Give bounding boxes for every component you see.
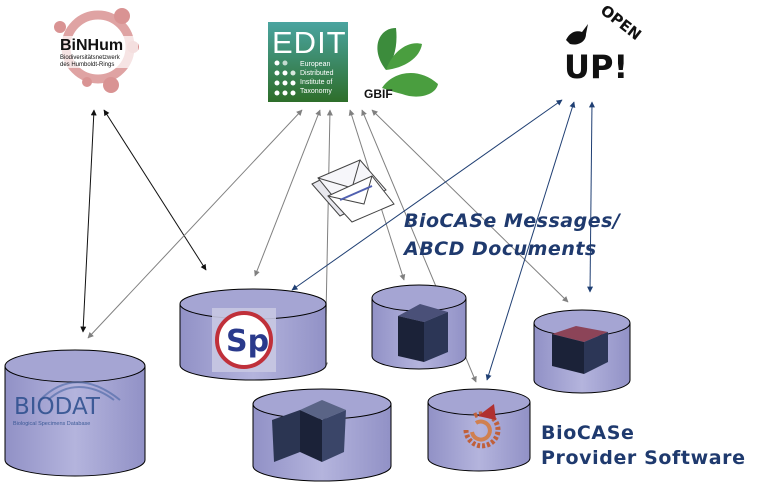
edit-title: EDIT (272, 25, 347, 60)
gbif-title: GBIF (364, 87, 393, 101)
specify-label: Sp (226, 324, 269, 359)
openup-open-text: OPEN (597, 1, 645, 44)
edit-sub-1: European (300, 61, 330, 68)
folded-panels-icon (272, 400, 346, 462)
arrow-edit-specify (254, 109, 321, 277)
edit-dots-icon (274, 60, 296, 96)
arrow-binhum-biodat (80, 109, 97, 333)
arrow-openup-provider (485, 101, 576, 381)
biodat-sublabel: Biological Specimens Database (13, 421, 90, 427)
provider-label-line1: BioCASe (541, 422, 635, 444)
envelopes-icon (311, 159, 395, 223)
openup-up-text: UP! (564, 48, 628, 86)
provider-label-line2: Provider Software (541, 447, 746, 469)
edit-sub-4: Taxonomy (300, 88, 332, 95)
gbif-logo: GBIF (364, 28, 438, 101)
arrow-openup-db5 (587, 101, 595, 293)
database-biodat: BIODAT Biological Specimens Database (4, 349, 146, 477)
messages-label-line2: ABCD Documents (404, 238, 597, 260)
biocase-provider-icon (463, 404, 501, 449)
binhum-subtitle-1: Biodiversitätsnetzwerk (60, 55, 121, 61)
edit-sub-3: Institute of (300, 79, 332, 86)
openup-logo: OPEN UP! (564, 1, 645, 86)
database-cube-5 (533, 309, 631, 394)
binhum-subtitle-2: des Humboldt-Rings (60, 62, 114, 68)
binhum-title: BiNHum (60, 37, 123, 54)
database-cube-2 (371, 284, 467, 370)
database-specify: Sp (179, 288, 327, 381)
messages-label-line1: BioCASe Messages/ (404, 210, 621, 232)
edit-sub-2: Distributed (300, 70, 334, 77)
arrow-binhum-specify (103, 109, 207, 271)
database-fan-3 (252, 388, 392, 482)
maroon-cube-icon (552, 326, 608, 374)
bird-icon (566, 24, 588, 45)
dark-cube-icon (398, 304, 448, 362)
edit-logo: EDIT European Distributed Institute of T… (268, 22, 348, 102)
binhum-logo: BiNHum Biodiversitätsnetzwerk des Humbol… (54, 8, 139, 93)
biodat-label: BIODAT (14, 394, 101, 420)
specify-logo-icon (215, 311, 273, 369)
database-provider (427, 388, 531, 472)
